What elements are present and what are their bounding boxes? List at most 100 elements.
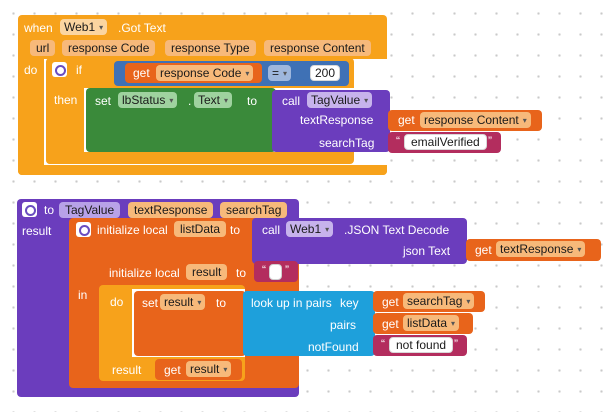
dropdown-arrow-icon: ▾	[169, 96, 174, 105]
call-keyword: call	[282, 94, 301, 108]
get-keyword: get	[475, 243, 492, 257]
key-var-dropdown[interactable]: searchTag▾	[403, 293, 475, 309]
get-keyword: get	[382, 295, 399, 309]
json-text-var-label: textResponse	[500, 242, 574, 256]
key-label: key	[340, 296, 359, 310]
call-component-dropdown[interactable]: Web1▾	[286, 221, 334, 237]
local2-value-field[interactable]	[269, 264, 282, 280]
in-keyword: in	[78, 288, 88, 302]
call-method-label: .JSON Text Decode	[344, 223, 450, 237]
quote-close-icon: ”	[454, 337, 458, 351]
get-keyword: get	[164, 363, 181, 377]
call-proc-label: TagValue	[311, 93, 361, 107]
lookup-keyword: look up in pairs	[251, 296, 332, 310]
arg1-var-label: response Content	[424, 113, 519, 127]
to-keyword: to	[247, 94, 258, 108]
compare-value-field[interactable]: 200	[310, 65, 341, 81]
call-component-label: Web1	[290, 222, 322, 236]
proc-param-textresponse[interactable]: textResponse	[128, 202, 214, 218]
compare-op-label: =	[272, 66, 280, 80]
json-text-var-dropdown[interactable]: textResponse▾	[496, 241, 586, 257]
dropdown-arrow-icon: ▾	[325, 225, 330, 234]
proc-param-searchtag[interactable]: searchTag	[220, 202, 288, 218]
call-proc-dropdown[interactable]: TagValue▾	[307, 92, 373, 108]
dot-separator: .	[188, 94, 192, 108]
result-keyword: result	[112, 363, 142, 377]
dropdown-arrow-icon: ▾	[466, 297, 471, 306]
dropdown-arrow-icon: ▾	[223, 365, 228, 374]
to-keyword: to	[236, 266, 247, 280]
set-var-label: result	[164, 295, 194, 309]
param-url[interactable]: url	[30, 40, 56, 56]
set-property-label: Text	[198, 93, 221, 107]
set-component-dropdown[interactable]: lbStatus▾	[118, 92, 178, 108]
event-name: .Got Text	[118, 21, 166, 35]
if-then-bottom	[46, 152, 106, 164]
local2-name-field[interactable]: result	[186, 264, 228, 280]
to-keyword: to	[216, 296, 227, 310]
arg2-value-field[interactable]: emailVerified	[404, 134, 487, 150]
param-response-content[interactable]: response Content	[264, 40, 371, 56]
call-keyword: call	[262, 223, 281, 237]
mutator-gear-icon[interactable]	[22, 202, 37, 217]
proc-name-field[interactable]: TagValue	[59, 202, 121, 218]
init-local-keyword: initialize local	[109, 266, 180, 280]
proc-result-label: result	[22, 224, 52, 238]
get-keyword: get	[382, 317, 399, 331]
mutator-gear-icon[interactable]	[52, 62, 67, 77]
event-bottom-bar	[18, 165, 387, 175]
result-var-label: result	[190, 362, 220, 376]
quote-close-icon: ”	[285, 263, 289, 277]
set-component-block[interactable]	[86, 88, 276, 152]
dropdown-arrow-icon: ▾	[224, 96, 229, 105]
local1-name-field[interactable]: listData	[174, 221, 227, 237]
get-var-label: response Code	[160, 66, 242, 80]
set-keyword: set	[142, 296, 159, 310]
notfound-value-field[interactable]: not found	[389, 337, 454, 353]
if-keyword: if	[76, 63, 82, 77]
then-keyword: then	[54, 93, 78, 107]
notfound-label: notFound	[308, 340, 359, 354]
get-keyword: get	[133, 66, 150, 80]
param-response-code[interactable]: response Code	[62, 40, 156, 56]
do-keyword: do	[110, 295, 124, 309]
dropdown-arrow-icon: ▾	[197, 298, 202, 307]
dropdown-arrow-icon: ▾	[99, 23, 104, 32]
pairs-var-dropdown[interactable]: listData▾	[403, 315, 460, 331]
get-var-dropdown[interactable]: response Code▾	[156, 65, 254, 81]
quote-open-icon: “	[396, 134, 400, 148]
quote-open-icon: “	[262, 263, 266, 277]
pairs-var-label: listData	[407, 316, 448, 330]
get-keyword: get	[398, 113, 415, 127]
dropdown-arrow-icon: ▾	[283, 69, 288, 78]
pairs-label: pairs	[330, 318, 357, 332]
arg2-label: searchTag	[319, 136, 375, 150]
set-component-label: lbStatus	[122, 93, 166, 107]
result-var-dropdown[interactable]: result▾	[186, 361, 232, 377]
event-component-dropdown[interactable]: Web1▾	[60, 19, 108, 35]
set-property-dropdown[interactable]: Text▾	[194, 92, 233, 108]
set-var-dropdown[interactable]: result▾	[160, 294, 206, 310]
when-keyword: when	[24, 21, 53, 35]
event-component-label: Web1	[64, 20, 96, 34]
dropdown-arrow-icon: ▾	[364, 96, 369, 105]
json-text-label: json Text	[403, 244, 451, 258]
mutator-gear-icon[interactable]	[76, 222, 91, 237]
param-response-type[interactable]: response Type	[165, 40, 256, 56]
to-keyword: to	[230, 223, 241, 237]
proc-to-keyword: to	[44, 203, 55, 217]
quote-close-icon: ”	[488, 134, 492, 148]
dropdown-arrow-icon: ▾	[245, 69, 250, 78]
arg1-var-dropdown[interactable]: response Content▾	[420, 112, 531, 128]
key-var-label: searchTag	[407, 294, 463, 308]
do-keyword: do	[24, 63, 38, 77]
init-local-keyword: initialize local	[97, 223, 168, 237]
dropdown-arrow-icon: ▾	[522, 116, 527, 125]
lookup-in-pairs-block[interactable]	[243, 291, 375, 356]
quote-open-icon: “	[381, 337, 385, 351]
dropdown-arrow-icon: ▾	[577, 245, 582, 254]
dropdown-arrow-icon: ▾	[451, 319, 456, 328]
compare-op-dropdown[interactable]: =▾	[268, 65, 292, 81]
set-keyword: set	[95, 94, 112, 108]
arg1-label: textResponse	[300, 113, 374, 127]
